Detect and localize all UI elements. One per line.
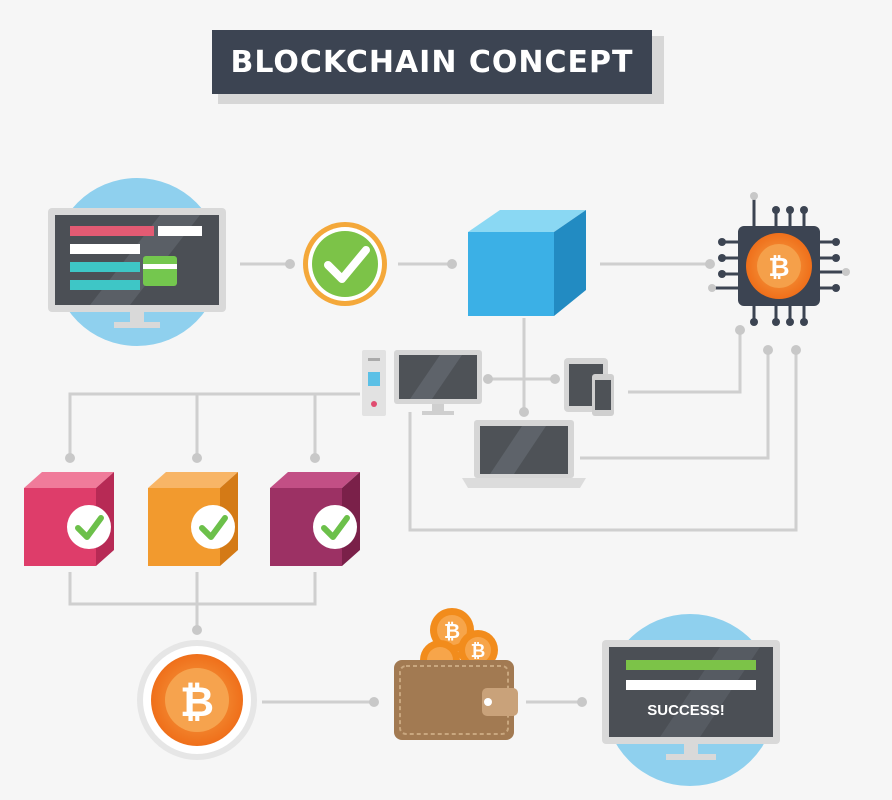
bitcoin-coin-icon: ₿ <box>137 640 257 760</box>
orange-verified-block-icon <box>148 472 238 566</box>
bitcoin-chip-icon: ₿ <box>708 192 850 326</box>
svg-text:₿: ₿ <box>471 641 486 662</box>
connector-lines <box>68 262 798 704</box>
title-banner <box>212 30 652 94</box>
svg-text:₿: ₿ <box>180 677 214 726</box>
tablet-phone-icon <box>564 358 614 416</box>
svg-text:₿: ₿ <box>444 619 460 643</box>
wallet-icon: ₿ ₿ <box>394 608 518 740</box>
block-cube-icon <box>468 210 586 316</box>
approval-check-icon <box>303 222 387 306</box>
transaction-monitor-icon <box>48 178 226 346</box>
svg-text:₿: ₿ <box>768 253 789 283</box>
connector-dots <box>65 259 801 707</box>
success-monitor-icon <box>602 614 780 786</box>
desktop-computer-icon <box>362 350 482 416</box>
plum-verified-block-icon <box>270 472 360 566</box>
laptop-icon <box>462 420 586 488</box>
page-title: BLOCKCHAIN CONCEPT <box>230 44 634 80</box>
pink-verified-block-icon <box>24 472 114 566</box>
success-label: SUCCESS! <box>647 702 725 719</box>
